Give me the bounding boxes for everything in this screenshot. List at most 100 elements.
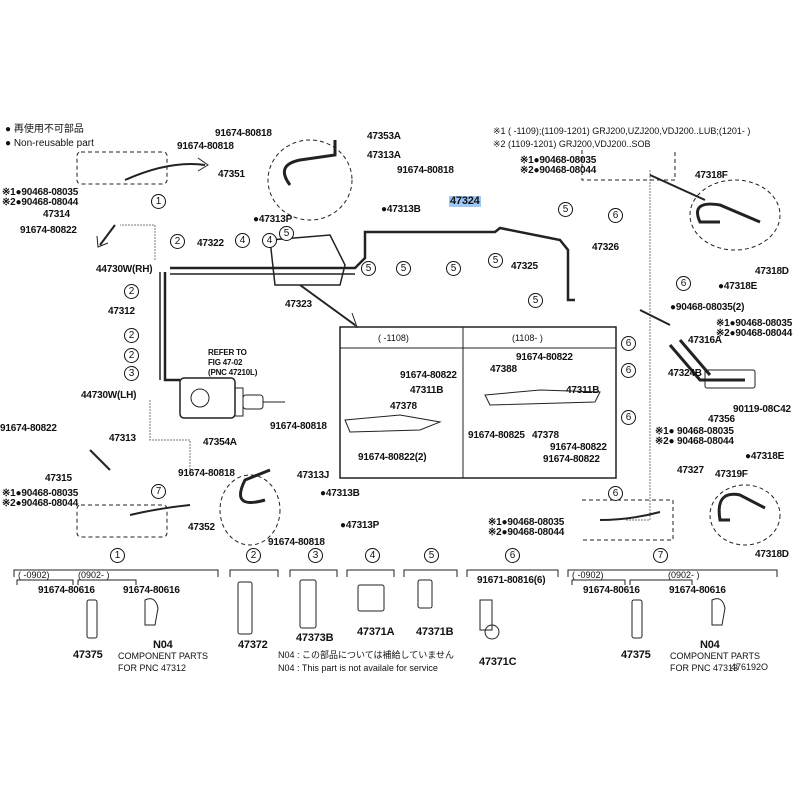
part-label[interactable]: ●47313P [340, 520, 380, 531]
part-label[interactable]: N04 [700, 639, 720, 651]
part-label[interactable]: 47318F [695, 170, 728, 181]
callout-4[interactable]: 4 [262, 233, 277, 248]
part-label[interactable]: 47318D [755, 266, 789, 277]
part-label[interactable]: ●47318E [745, 451, 785, 462]
clip-ref[interactable]: ※1●90468-08035 [2, 187, 79, 198]
clip-ref[interactable]: ※1●90468-08035 [488, 517, 565, 528]
part-label[interactable]: 47323 [285, 299, 312, 310]
part-label[interactable]: 47316A [688, 335, 722, 346]
callout-5[interactable]: 5 [396, 261, 411, 276]
clip-ref[interactable]: ※2●90468-08044 [488, 527, 565, 538]
part-label[interactable]: 90119-08C42 [733, 404, 791, 415]
part-label[interactable]: 47372 [238, 639, 268, 651]
part-label[interactable]: 91674-80822 [550, 442, 607, 453]
part-label[interactable]: 47312 [108, 306, 135, 317]
part-label[interactable]: 47378 [532, 430, 559, 441]
part-label[interactable]: 91674-80822 [543, 454, 600, 465]
part-label[interactable]: 47325 [511, 261, 538, 272]
clip-ref[interactable]: ※1●90468-08035 [2, 488, 79, 499]
part-label[interactable]: 91674-80616 [583, 585, 640, 596]
callout-2[interactable]: 2 [170, 234, 185, 249]
part-label[interactable]: ●47318E [718, 281, 758, 292]
part-label[interactable]: 47371C [479, 656, 517, 668]
part-label[interactable]: 47354A [203, 437, 237, 448]
part-label[interactable]: 91674-80818 [215, 128, 272, 139]
part-label[interactable]: 47326 [592, 242, 619, 253]
part-label[interactable]: 47311B [566, 385, 600, 396]
clip-ref[interactable]: ※2●90468-08044 [2, 197, 79, 208]
callout-5[interactable]: 5 [488, 253, 503, 268]
callout-2[interactable]: 2 [124, 284, 139, 299]
part-label[interactable]: 47378 [390, 401, 417, 412]
callout-2[interactable]: 2 [124, 328, 139, 343]
section-3[interactable]: 3 [308, 548, 323, 563]
clip-ref[interactable]: ※1● 90468-08035 [655, 426, 734, 437]
part-label[interactable]: 47313J [297, 470, 330, 481]
part-label[interactable]: 47322 [197, 238, 224, 249]
part-label[interactable]: 47313A [367, 150, 401, 161]
clip-ref[interactable]: ※2● 90468-08044 [655, 436, 734, 447]
part-label[interactable]: 91674-80818 [178, 468, 235, 479]
callout-1[interactable]: 1 [151, 194, 166, 209]
callout-6[interactable]: 6 [621, 363, 636, 378]
part-label[interactable]: 47318D [755, 549, 789, 560]
part-label[interactable]: 47371B [416, 626, 454, 638]
clip-ref[interactable]: ※1●90468-08035 [716, 318, 793, 329]
part-label[interactable]: ●47313B [320, 488, 360, 499]
part-label[interactable]: 91674-80818 [268, 537, 325, 548]
part-label[interactable]: 91674-80818 [177, 141, 234, 152]
part-label[interactable]: 44730W(RH) [96, 264, 153, 275]
section-6[interactable]: 6 [505, 548, 520, 563]
part-label[interactable]: 47327 [677, 465, 704, 476]
clip-ref[interactable]: ※2●90468-08044 [2, 498, 79, 509]
part-label[interactable]: 91674-80825 [468, 430, 525, 441]
part-label[interactable]: 91674-80822 [0, 423, 57, 434]
part-label[interactable]: 47315 [45, 473, 72, 484]
part-label[interactable]: 91671-80816(6) [477, 575, 546, 586]
part-label[interactable]: 47353A [367, 131, 401, 142]
part-label-selected[interactable]: 47324 [449, 195, 481, 207]
part-label[interactable]: 91674-80822 [516, 352, 573, 363]
callout-5[interactable]: 5 [528, 293, 543, 308]
part-label[interactable]: 91674-80616 [669, 585, 726, 596]
part-label[interactable]: 47356 [708, 414, 735, 425]
part-label[interactable]: 91674-80616 [123, 585, 180, 596]
callout-5[interactable]: 5 [279, 226, 294, 241]
clip-ref[interactable]: ※2●90468-08044 [716, 328, 793, 339]
part-label[interactable]: N04 [153, 639, 173, 651]
part-label[interactable]: 91674-80818 [397, 165, 454, 176]
callout-6[interactable]: 6 [621, 410, 636, 425]
refer-text[interactable]: FIG 47-02 [208, 358, 243, 367]
callout-4[interactable]: 4 [235, 233, 250, 248]
part-label[interactable]: 47371A [357, 626, 395, 638]
callout-5[interactable]: 5 [558, 202, 573, 217]
callout-6[interactable]: 6 [621, 336, 636, 351]
part-label[interactable]: ●90468-08035(2) [670, 302, 745, 313]
part-label[interactable]: ●47313B [381, 204, 421, 215]
part-label[interactable]: 91674-80616 [38, 585, 95, 596]
callout-2[interactable]: 2 [124, 348, 139, 363]
part-label[interactable]: 47375 [621, 649, 651, 661]
clip-ref[interactable]: ※1●90468-08035 [520, 155, 597, 166]
part-label[interactable]: 47314 [43, 209, 70, 220]
callout-6[interactable]: 6 [676, 276, 691, 291]
callout-5[interactable]: 5 [446, 261, 461, 276]
callout-3[interactable]: 3 [124, 366, 139, 381]
part-label[interactable]: 47352 [188, 522, 215, 533]
part-label[interactable]: 91674-80822 [400, 370, 457, 381]
clip-ref[interactable]: ※2●90468-08044 [520, 165, 597, 176]
callout-6[interactable]: 6 [608, 208, 623, 223]
callout-6[interactable]: 6 [608, 486, 623, 501]
section-4[interactable]: 4 [365, 548, 380, 563]
part-label[interactable]: 91674-80818 [270, 421, 327, 432]
part-label[interactable]: ●47313P [253, 214, 293, 225]
callout-7[interactable]: 7 [151, 484, 166, 499]
section-2[interactable]: 2 [246, 548, 261, 563]
section-7[interactable]: 7 [653, 548, 668, 563]
part-label[interactable]: 47311B [410, 385, 444, 396]
part-label[interactable]: 47375 [73, 649, 103, 661]
part-label[interactable]: 91674-80822 [20, 225, 77, 236]
part-label[interactable]: 47324B [668, 368, 702, 379]
part-label[interactable]: 47388 [490, 364, 517, 375]
section-1[interactable]: 1 [110, 548, 125, 563]
